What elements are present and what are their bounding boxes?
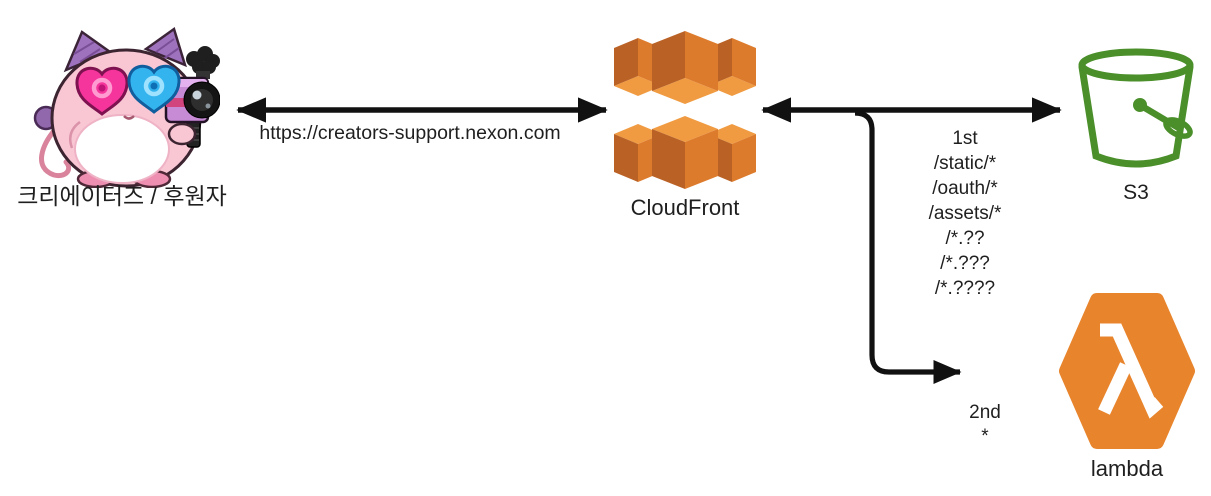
lambda-route-priority: 2nd	[969, 402, 1001, 423]
s3-bucket-icon	[1078, 48, 1194, 168]
s3-route-pattern: /*.????	[934, 278, 996, 299]
url-edge-label: https://creators-support.nexon.com	[259, 122, 561, 144]
s3-route-pattern: /oauth/*	[932, 178, 998, 199]
arrow-cloudfront-lambda	[854, 110, 962, 384]
s3-node-label: S3	[1123, 181, 1149, 204]
s3-route-pattern: /static/*	[933, 153, 997, 174]
lambda-route-rules: 2nd *	[910, 401, 1060, 449]
s3-route-priority: 1st	[952, 128, 978, 149]
s3-route-pattern: /assets/*	[928, 203, 1002, 224]
lambda-node-label: lambda	[1090, 456, 1164, 481]
creator-node-label: 크리에이터즈 / 후원자	[17, 183, 227, 209]
lambda-route-pattern: *	[981, 426, 989, 447]
s3-route-pattern: /*.??	[945, 228, 985, 249]
cloudfront-node-label: CloudFront	[630, 195, 740, 220]
cloudfront-icon	[614, 31, 756, 189]
lambda-icon	[1059, 293, 1195, 449]
s3-route-rules: 1st /static/* /oauth/* /assets/* /*.?? /…	[890, 126, 1040, 301]
s3-route-pattern: /*.???	[940, 253, 990, 274]
creator-mascot-icon	[33, 26, 220, 188]
